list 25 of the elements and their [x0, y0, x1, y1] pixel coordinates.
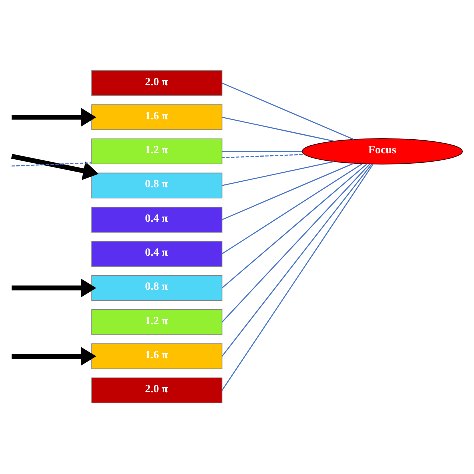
connector — [222, 164, 368, 289]
node-box: 0.8 π — [92, 172, 223, 199]
arrow — [12, 108, 96, 127]
arrow — [11, 154, 99, 180]
connector — [222, 164, 363, 255]
node-box: 0.8 π — [92, 275, 223, 302]
connector — [222, 151, 302, 152]
connector — [222, 82, 354, 140]
node-box: 1.2 π — [92, 138, 223, 165]
node-box: 1.6 π — [92, 344, 223, 370]
connector — [222, 163, 354, 220]
node-box: 2.0 π — [92, 70, 223, 96]
connector — [222, 164, 372, 357]
connector — [222, 164, 374, 391]
node-box: 1.2 π — [92, 309, 223, 336]
node-box: 2.0 π — [92, 378, 223, 404]
arrow — [12, 347, 96, 366]
node-box: 1.6 π — [92, 104, 223, 130]
connector — [222, 161, 334, 186]
node-box: 0.4 π — [92, 241, 223, 267]
node-box: 0.4 π — [92, 207, 223, 233]
connector — [222, 116, 334, 142]
arrow — [12, 278, 96, 298]
connector — [222, 164, 370, 323]
node-ellipse: Focus — [302, 138, 464, 165]
